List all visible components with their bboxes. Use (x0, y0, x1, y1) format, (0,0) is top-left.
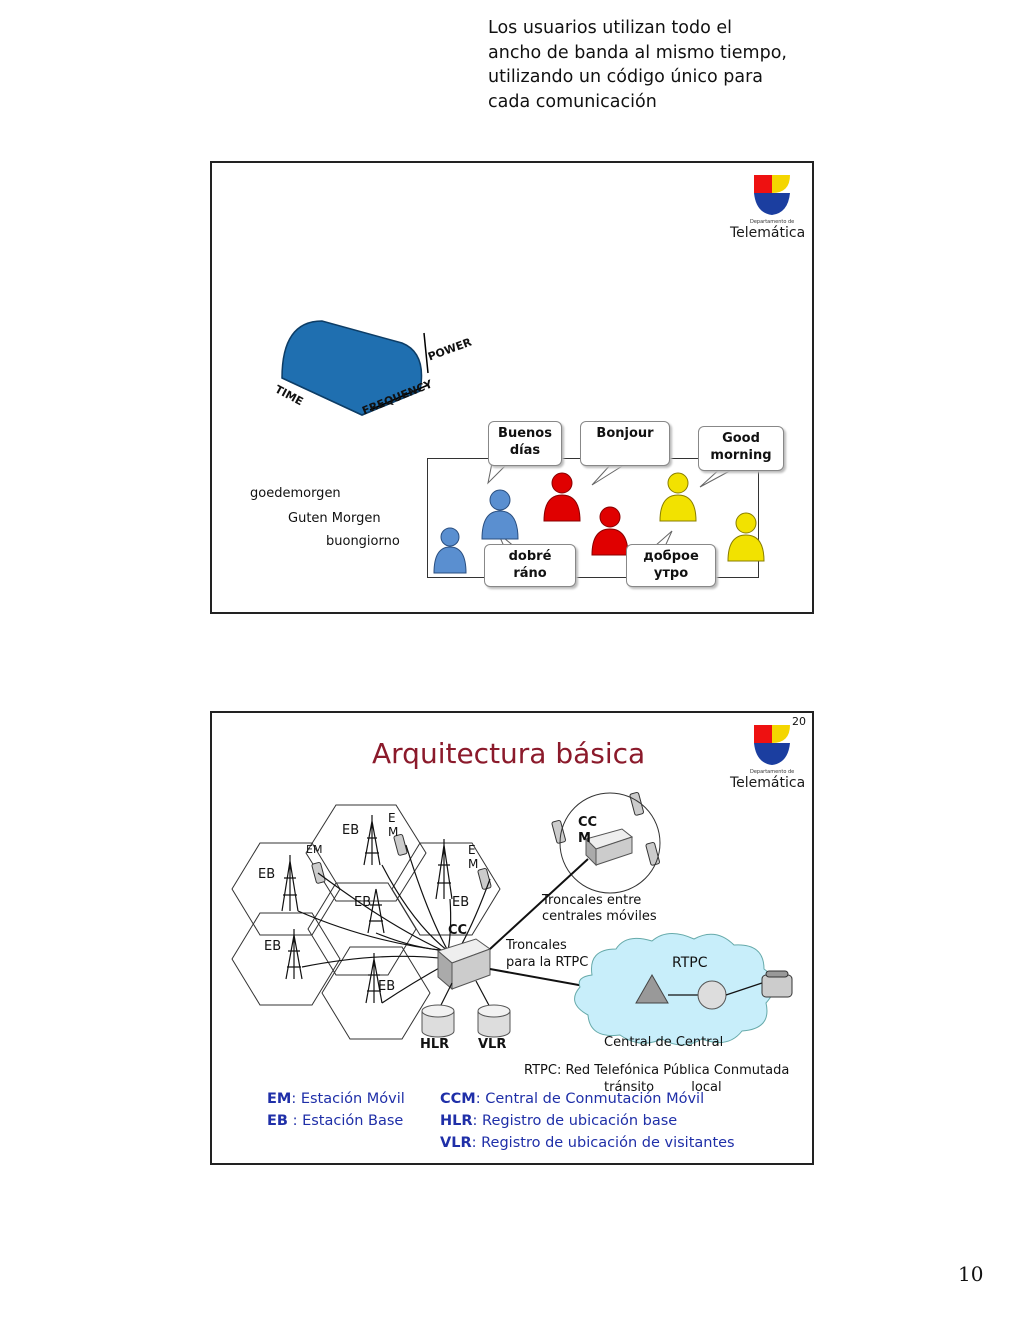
label-m: M (388, 825, 399, 839)
label-ccm-1: CC (578, 815, 598, 830)
bubble-good-morning: Good morning (698, 426, 784, 471)
network-diagram (231, 791, 793, 1046)
cdma-power-graph (281, 320, 429, 416)
bubble-buenos-dias: Buenos días (488, 421, 562, 466)
hex-cell (321, 946, 431, 1040)
person-yellow-right-icon (727, 512, 765, 562)
label-centrals: Central de Central tránsito local (604, 1035, 724, 1095)
label-eb: EB (258, 867, 276, 882)
tower-icon (281, 855, 299, 912)
bubble-dobre-rano: dobré ráno (484, 544, 576, 587)
mobile-phone-icon (629, 791, 644, 816)
slide-cdma: Departamento de Telemática POWER TIME FR… (210, 161, 814, 614)
hex-cell (231, 912, 341, 1006)
logo-name: Telemática (730, 775, 806, 791)
label-vlr: VLR (478, 1037, 507, 1052)
trunk-line (489, 858, 589, 950)
greeting-dutch: goedemorgen (250, 486, 341, 501)
person-yellow-left-icon (659, 472, 697, 522)
label-hlr: HLR (420, 1037, 450, 1052)
slide-number: 20 (792, 715, 806, 728)
label-rtpc: RTPC (672, 955, 708, 971)
label-eb: EB (342, 823, 360, 838)
telephone-icon (761, 970, 793, 998)
vlr-database-icon (477, 1004, 511, 1038)
legend-right: CCM: Central de Conmutación Móvil HLR: R… (440, 1091, 735, 1151)
telematica-logo-icon (752, 171, 804, 219)
rtpc-definition: RTPC: Red Telefónica Pública Conmutada (524, 1063, 790, 1078)
tower-icon (363, 815, 381, 866)
rtpc-cloud (574, 933, 775, 1046)
slide-arquitectura: 20 Departamento de Telemática Arquitectu… (210, 711, 814, 1165)
hex-cell (305, 804, 427, 902)
tower-icon (365, 953, 383, 1004)
telematica-logo-icon (752, 721, 804, 769)
label-eb: EB (452, 895, 470, 910)
people-illustration (433, 462, 765, 574)
transit-central-icon (635, 973, 669, 1004)
label-ccm-2: M (578, 831, 591, 846)
logo-name: Telemática (730, 225, 806, 241)
person-blue-left-icon (433, 527, 467, 574)
bubble-dobroe-utro: доброе утро (626, 544, 716, 587)
label-m: M (468, 857, 479, 871)
intro-text: Los usuarios utilizan todo el ancho de b… (488, 18, 787, 112)
label-cc: CC (448, 923, 468, 938)
cc-switch-icon (436, 938, 492, 991)
person-red-right-icon (591, 506, 629, 556)
label-e: E (468, 843, 476, 857)
label-troncales-moviles: Troncales entre centrales móviles (542, 893, 657, 924)
hex-cell (307, 882, 417, 976)
ccm-switch-icon (585, 828, 634, 867)
bubble-bonjour: Bonjour (580, 421, 670, 466)
label-e: E (388, 811, 396, 825)
label-eb: EB (354, 895, 372, 910)
hlr-database-icon (421, 1004, 455, 1038)
mobile-phone-icon (551, 819, 566, 844)
tower-icon (285, 929, 303, 980)
person-blue-right-icon (481, 489, 519, 540)
label-em: EM (306, 843, 323, 856)
tower-icon (435, 839, 453, 900)
greeting-german: Guten Morgen (288, 511, 381, 526)
ccm-coverage-circle (559, 792, 661, 894)
person-red-left-icon (543, 472, 581, 522)
logo-subtitle: Departamento de (750, 769, 795, 775)
label-eb: EB (264, 939, 282, 954)
greeting-italian: buongiorno (326, 534, 400, 549)
mobile-phone-icon (393, 833, 408, 856)
logo-subtitle: Departamento de (750, 219, 795, 225)
slide-title: Arquitectura básica (372, 737, 646, 770)
mobile-phone-icon (645, 841, 660, 866)
page-number: 10 (958, 1262, 984, 1286)
legend-left: EM: Estación Móvil EB : Estación Base (267, 1091, 405, 1129)
label-troncales-rtpc: Troncales para la RTPC (506, 938, 589, 970)
label-eb: EB (378, 979, 396, 994)
